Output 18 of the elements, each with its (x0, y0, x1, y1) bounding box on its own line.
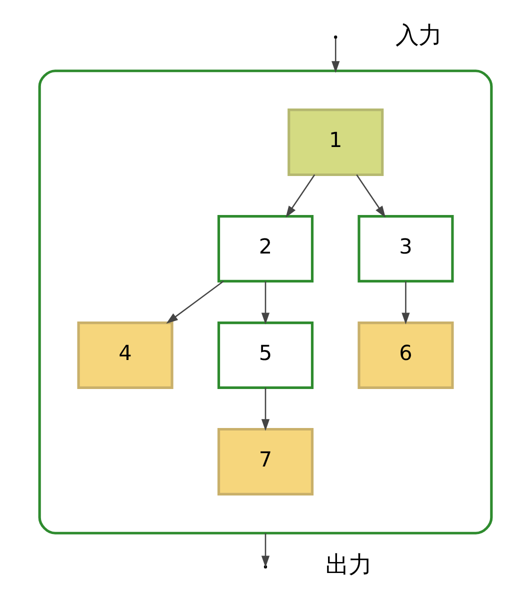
arrow (331, 38, 340, 73)
arrow (260, 281, 270, 324)
node-box: 1 (287, 108, 384, 176)
node-box: 7 (216, 428, 314, 496)
arrow (260, 533, 270, 568)
node-box: 5 (216, 321, 314, 389)
arrow (356, 174, 386, 218)
node-box: 4 (76, 321, 173, 389)
arrow (401, 281, 410, 324)
cluster (38, 70, 492, 534)
node-box: 3 (357, 215, 454, 283)
node-box: 6 (357, 321, 454, 389)
arrow (260, 388, 270, 431)
arrow (166, 280, 224, 324)
node-box: 2 (216, 215, 314, 283)
label: 入力 (395, 20, 442, 49)
arrow (285, 174, 315, 218)
label: 出力 (325, 550, 372, 579)
